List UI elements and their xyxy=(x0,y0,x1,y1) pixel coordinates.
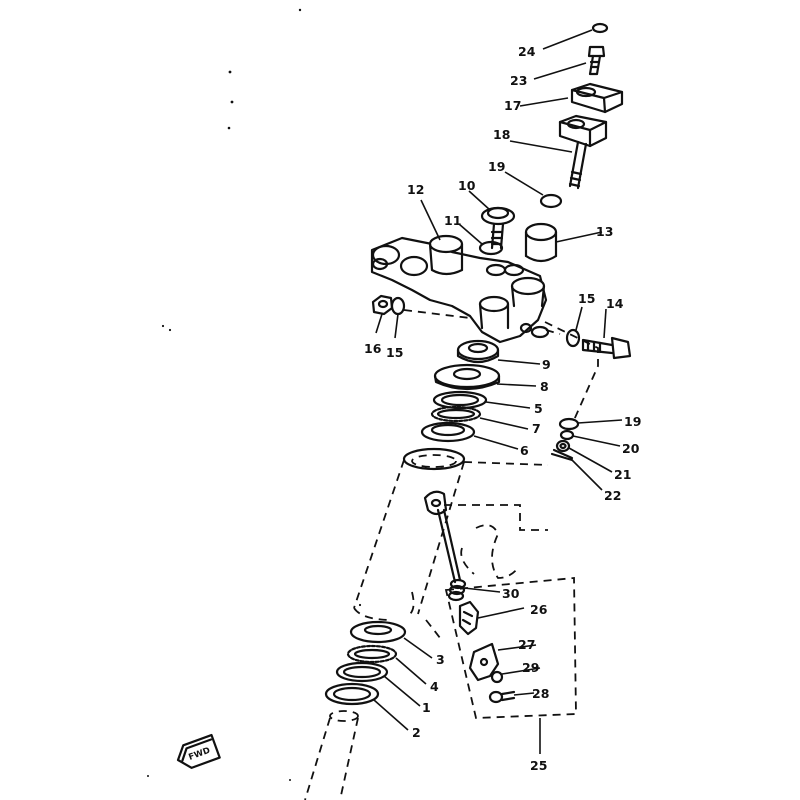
part-3-seal xyxy=(349,620,407,644)
part-26-lock-cylinder xyxy=(458,600,480,636)
part-18-lower-holder xyxy=(558,114,608,190)
part-30-spring xyxy=(447,578,467,602)
callout-23: 23 xyxy=(510,73,527,88)
callout-24: 24 xyxy=(518,44,536,59)
callout-16: 16 xyxy=(364,341,382,356)
part-15-washer-right xyxy=(565,328,581,348)
callout-15-right: 15 xyxy=(578,291,595,306)
steering-stem xyxy=(304,710,359,800)
callout-27: 27 xyxy=(518,637,535,652)
callout-labels: 24 23 17 18 19 10 12 11 13 15 14 16 15 9… xyxy=(364,44,641,773)
callout-19-lower: 19 xyxy=(624,414,641,429)
callout-7: 7 xyxy=(532,421,541,436)
part-22-cotter-pin xyxy=(550,448,574,462)
lock-rod xyxy=(436,508,462,584)
part-11-washer xyxy=(478,240,504,256)
part-13-bushing xyxy=(524,222,558,263)
part-12-upper-bracket xyxy=(370,234,550,344)
callout-19-upper: 19 xyxy=(488,159,505,174)
callout-13: 13 xyxy=(596,224,613,239)
leader-lines xyxy=(373,29,623,754)
lock-group-outline xyxy=(444,577,577,719)
callout-18: 18 xyxy=(493,127,510,142)
callout-14: 14 xyxy=(606,296,624,311)
part-14-bolt xyxy=(581,336,632,360)
part-20-washer xyxy=(559,429,575,441)
callout-12: 12 xyxy=(407,182,424,197)
scan-specks xyxy=(147,8,362,781)
part-10-bolt xyxy=(480,206,516,250)
callout-10: 10 xyxy=(458,178,476,193)
callout-30: 30 xyxy=(502,586,520,601)
callout-6: 6 xyxy=(520,443,529,458)
part-16-nut xyxy=(371,294,394,316)
callout-20: 20 xyxy=(622,441,640,456)
callout-26: 26 xyxy=(530,602,548,617)
part-7-ball-bearing xyxy=(430,405,482,423)
callout-3: 3 xyxy=(436,652,445,667)
callout-8: 8 xyxy=(540,379,549,394)
callout-22: 22 xyxy=(604,488,621,503)
callout-29: 29 xyxy=(522,660,539,675)
head-pipe-frame xyxy=(353,447,549,639)
fwd-direction-badge: FWD xyxy=(176,733,221,769)
part-15-washer-left xyxy=(390,296,406,316)
part-17-upper-holder xyxy=(570,82,624,114)
part-9-ring-nut xyxy=(456,339,500,364)
callout-1: 1 xyxy=(422,700,431,715)
assembly-line-15 xyxy=(403,309,471,319)
callout-11: 11 xyxy=(444,213,461,228)
part-24-cap xyxy=(591,22,609,34)
part-21-nut xyxy=(555,439,571,453)
callout-4: 4 xyxy=(430,679,439,694)
callout-15-left: 15 xyxy=(386,345,403,360)
part-27-lock-bracket xyxy=(468,642,500,682)
callout-9: 9 xyxy=(542,357,551,372)
part-8-cover xyxy=(433,363,501,391)
part-6-race xyxy=(420,421,476,443)
part-4-ball-bearing xyxy=(346,644,398,664)
assembly-line-14 xyxy=(544,321,599,421)
part-1-race xyxy=(335,661,389,683)
callout-2: 2 xyxy=(412,725,421,740)
callout-17: 17 xyxy=(504,98,521,113)
part-19-washer-upper xyxy=(539,193,563,209)
part-28-screw xyxy=(488,690,516,704)
part-29-washer xyxy=(490,670,504,684)
callout-28: 28 xyxy=(532,686,549,701)
part-2-seal xyxy=(324,682,380,706)
callout-21: 21 xyxy=(614,467,631,482)
callout-25: 25 xyxy=(530,758,547,773)
part-5-race xyxy=(432,390,488,410)
part-19-washer-lower xyxy=(558,417,580,431)
part-23-bolt xyxy=(587,45,606,76)
callout-5: 5 xyxy=(534,401,543,416)
